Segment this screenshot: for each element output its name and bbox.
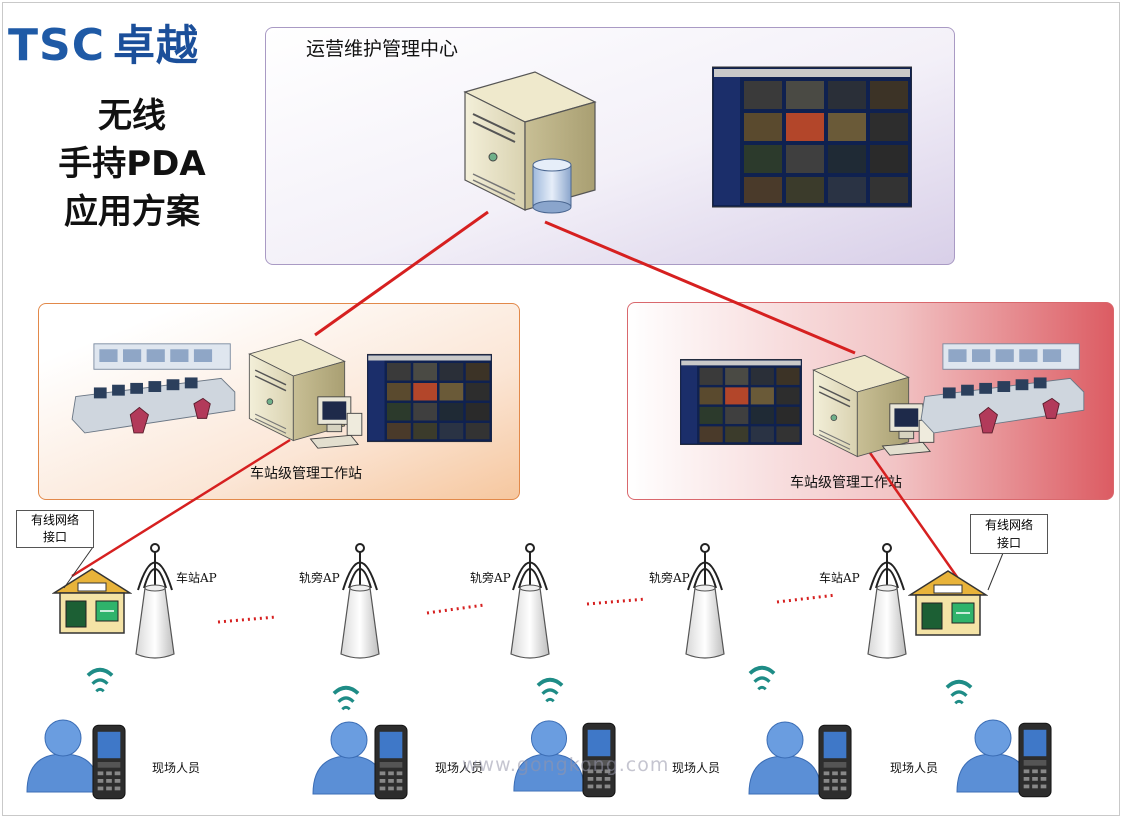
- right-station-building-icon: [909, 570, 987, 636]
- personnel-label-3: 现场人员: [672, 761, 721, 775]
- signal-icon-3: [536, 677, 564, 704]
- signal-icon-4: [748, 665, 776, 692]
- database-cylinder-icon: [532, 158, 572, 214]
- left-workstation-icon: [310, 396, 363, 449]
- logo-mark: TSC: [8, 20, 105, 71]
- title-line-1: 无线: [98, 96, 166, 136]
- wired-interface-callout-left: 有线网络 接口: [16, 510, 94, 548]
- personnel-label-1: 现场人员: [152, 761, 201, 775]
- ap-label-4: 轨旁AP: [649, 571, 690, 585]
- signal-icon-5: [945, 679, 973, 706]
- watermark-text: www.gongkong.com: [462, 754, 670, 776]
- personnel-label-4: 现场人员: [890, 761, 939, 775]
- wired-interface-callout-right: 有线网络 接口: [970, 514, 1048, 554]
- wireless-link-3: [586, 597, 647, 606]
- left-callout-pointer: [63, 546, 94, 589]
- ap-label-5: 车站AP: [819, 571, 860, 585]
- field-worker-icon-4: [748, 721, 822, 795]
- trackside-ap-icon-1: [340, 543, 380, 659]
- trackside-ap-icon-2: [510, 543, 550, 659]
- logo-brand: 卓越: [113, 21, 200, 70]
- left-camera-monitor-icon: [367, 353, 492, 443]
- operations-center-label: 运营维护管理中心: [306, 38, 459, 60]
- ap-label-1: 车站AP: [176, 571, 217, 585]
- station-label-left: 车站级管理工作站: [250, 466, 362, 482]
- right-camera-monitor-icon: [680, 358, 802, 446]
- signal-icon-2: [332, 685, 360, 712]
- pda-device-icon-4: [818, 724, 852, 800]
- wireless-link-4: [776, 593, 837, 604]
- pda-device-icon-2: [374, 724, 408, 800]
- pda-device-icon-1: [92, 724, 126, 800]
- personnel-label-2: 现场人员: [435, 761, 484, 775]
- wireless-link-1: [217, 615, 277, 624]
- trackside-ap-icon-3: [685, 543, 725, 659]
- link-center-to-left-station: [314, 210, 489, 337]
- center-server-icon: [463, 70, 597, 212]
- link-left-station-to-interface: [71, 438, 291, 578]
- pda-device-icon-5: [1018, 722, 1052, 798]
- station-ap-icon-1: [135, 543, 175, 659]
- link-right-station-to-interface: [866, 449, 964, 585]
- right-control-console-icon: [920, 343, 1085, 434]
- station-label-right: 车站级管理工作站: [790, 475, 902, 491]
- ap-label-2: 轨旁AP: [299, 571, 340, 585]
- station-ap-icon-2: [867, 543, 907, 659]
- left-control-console-icon: [71, 343, 236, 434]
- link-center-to-right-station: [544, 220, 856, 355]
- field-worker-icon-5: [956, 719, 1030, 793]
- wireless-link-2: [426, 603, 485, 615]
- title-line-3: 应用方案: [64, 192, 200, 232]
- field-worker-icon-1: [26, 719, 100, 793]
- left-station-building-icon: [53, 568, 131, 634]
- field-worker-icon-2: [312, 721, 386, 795]
- signal-icon-1: [86, 667, 114, 694]
- ap-label-3: 轨旁AP: [470, 571, 511, 585]
- center-camera-monitor-icon: [712, 66, 912, 208]
- right-callout-pointer: [987, 552, 1004, 591]
- title-line-2: 手持PDA: [58, 144, 206, 184]
